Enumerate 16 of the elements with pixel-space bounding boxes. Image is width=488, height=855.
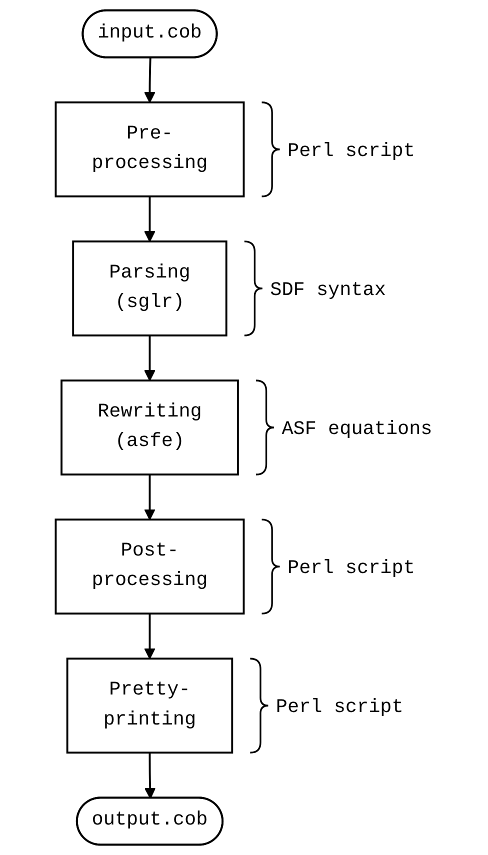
- arrow: [144, 752, 156, 799]
- tool-note: Perl script: [288, 557, 415, 579]
- tool-note: Perl script: [276, 696, 404, 718]
- tool-note: Perl script: [288, 140, 415, 162]
- node-box: Rewriting (asfe): [60, 380, 239, 476]
- tool-note: ASF equations: [282, 418, 432, 440]
- node-box: Pretty-printing: [66, 658, 234, 754]
- arrow: [144, 474, 156, 520]
- node-box: Post-processing: [54, 518, 245, 615]
- node-box: Pre-processing: [54, 101, 245, 198]
- node-box: Parsing (sglr): [72, 240, 228, 336]
- arrow: [144, 335, 156, 382]
- arrow: [144, 614, 156, 660]
- arrow: [144, 58, 156, 103]
- arrow: [144, 196, 156, 242]
- tool-note: SDF syntax: [270, 278, 386, 301]
